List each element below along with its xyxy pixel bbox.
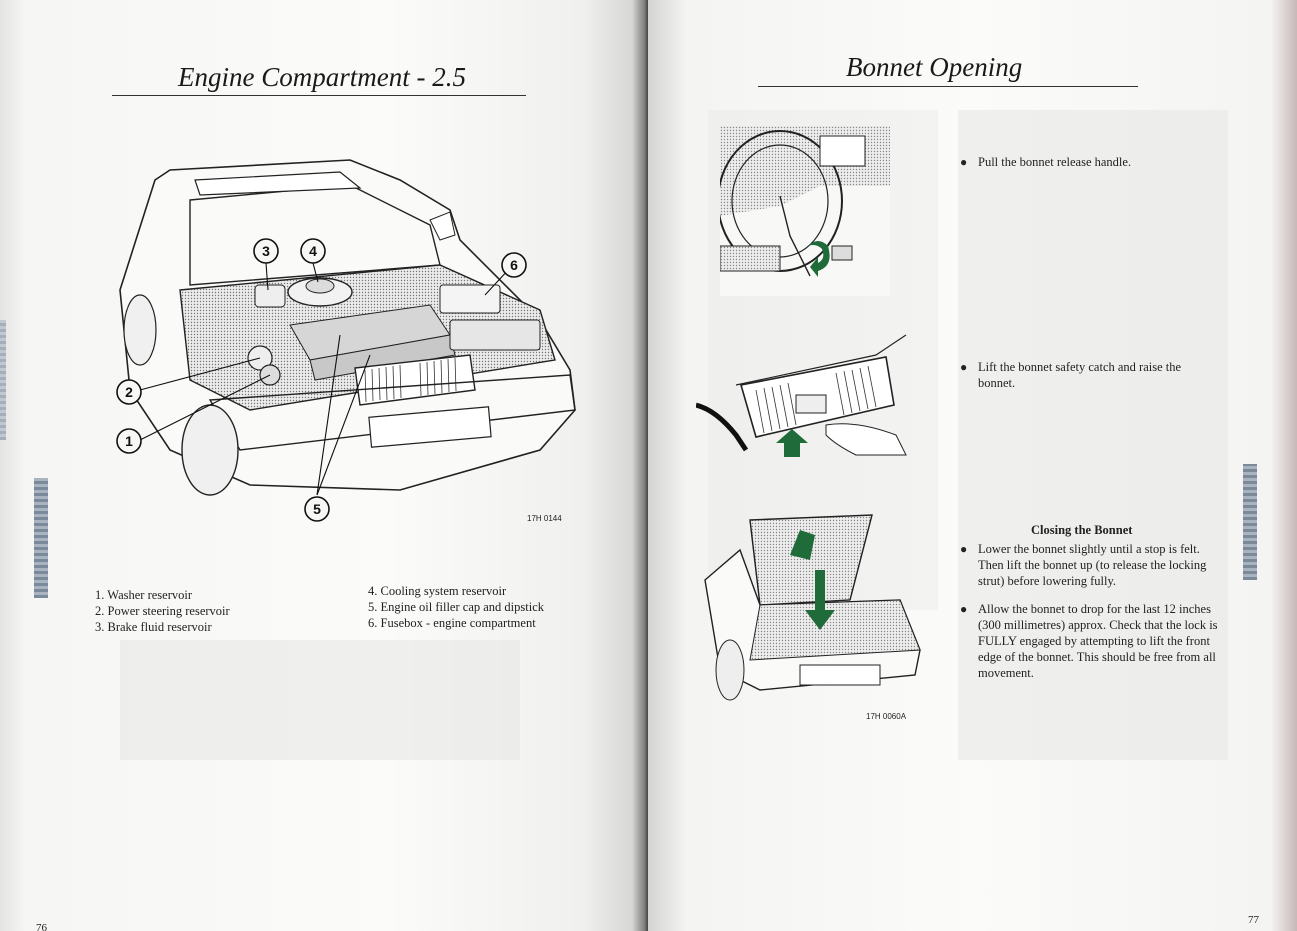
step-text: Lift the bonnet safety catch and raise t… (978, 360, 1182, 390)
callout-3: 3 (253, 238, 279, 264)
svg-text:3: 3 (262, 243, 270, 259)
step-text: Lower the bonnet slightly until a stop i… (978, 542, 1207, 588)
thumb-tab-right (1243, 464, 1257, 580)
callout-5: 5 (304, 496, 330, 522)
page-number-left: 76 (36, 922, 47, 931)
bullet-icon: ● (960, 360, 968, 374)
svg-text:1: 1 (125, 433, 133, 449)
title-rule-right (758, 86, 1138, 87)
thumb-tab-left (34, 478, 48, 598)
edge-tab-left (0, 320, 6, 440)
callout-2: 2 (116, 379, 142, 405)
step-text: Allow the bonnet to drop for the last 12… (978, 602, 1218, 680)
raised-bonnet-illustration (704, 514, 921, 701)
caption-list-2: 4. Cooling system reservoir 5. Engine oi… (368, 583, 544, 631)
right-page: Bonnet Opening (648, 0, 1297, 931)
release-handle-illustration (720, 126, 890, 296)
step-pull-release: ● Pull the bonnet release handle. (960, 154, 1218, 170)
bullet-icon: ● (960, 542, 968, 556)
callout-4: 4 (300, 238, 326, 264)
caption-item: 3. Brake fluid reservoir (95, 620, 212, 634)
left-page: Engine Compartment - 2.5 (0, 0, 648, 931)
caption-item: 4. Cooling system reservoir (368, 584, 507, 598)
svg-text:4: 4 (309, 243, 317, 259)
svg-text:2: 2 (125, 384, 133, 400)
callout-1: 1 (116, 428, 142, 454)
svg-text:5: 5 (313, 501, 321, 517)
show-through (958, 110, 1228, 760)
bullet-icon: ● (960, 602, 968, 616)
safety-catch-illustration (696, 334, 907, 457)
caption-list-1: 1. Washer reservoir 2. Power steering re… (95, 587, 230, 635)
caption-item: 5. Engine oil filler cap and dipstick (368, 600, 544, 614)
page-title-right: Bonnet Opening (846, 52, 1023, 82)
svg-text:6: 6 (510, 257, 518, 273)
bullet-icon: ● (960, 155, 968, 169)
closing-step-2: ● Allow the bonnet to drop for the last … (960, 601, 1218, 681)
page-number-right: 77 (1248, 914, 1259, 926)
closing-heading: Closing the Bonnet (1031, 523, 1133, 537)
show-through (120, 640, 520, 760)
engine-compartment-diagram (119, 159, 576, 496)
callout-layer: 1 2 3 4 5 6 (116, 238, 527, 522)
caption-item: 1. Washer reservoir (95, 588, 192, 602)
figure-ref-right: 17H 0060A (866, 712, 907, 721)
callout-6: 6 (501, 252, 527, 278)
caption-item: 2. Power steering reservoir (95, 604, 230, 618)
closing-step-1: ● Lower the bonnet slightly until a stop… (960, 541, 1218, 589)
caption-item: 6. Fusebox - engine compartment (368, 616, 536, 630)
step-text: Pull the bonnet release handle. (978, 155, 1132, 169)
step-lift-catch: ● Lift the bonnet safety catch and raise… (960, 359, 1218, 391)
page-title-left: Engine Compartment - 2.5 (178, 62, 466, 92)
title-rule-left (112, 95, 526, 96)
figure-ref-left: 17H 0144 (527, 514, 562, 523)
